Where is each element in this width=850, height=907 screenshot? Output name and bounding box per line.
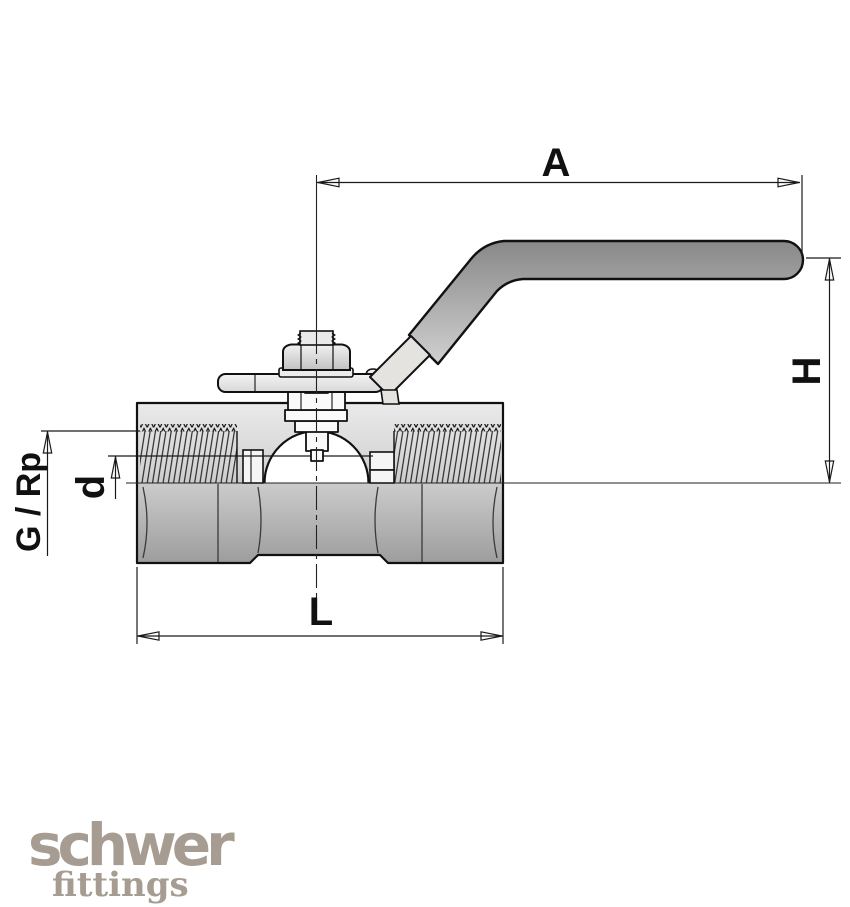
dimension-l: [136, 567, 504, 644]
dimensions: [41, 175, 841, 644]
dimension-g-rp: [41, 430, 140, 556]
handle-bracket-tab: [380, 389, 400, 405]
dimension-a: [317, 175, 803, 257]
handle-lever: [407, 239, 805, 366]
valve-body: [108, 376, 505, 565]
seat-left: [242, 449, 264, 484]
label-l: L: [309, 590, 333, 634]
handle-sleeve: [369, 335, 431, 397]
logo: schwer fittings: [28, 811, 240, 905]
seat-right: [369, 451, 395, 484]
top-works: [217, 330, 384, 393]
thread-right: [393, 424, 501, 483]
thread-left: [140, 424, 238, 483]
centerlines: [126, 175, 841, 608]
handle: [369, 239, 805, 405]
logo-tagline: fittings: [52, 865, 189, 905]
label-a: A: [542, 141, 571, 185]
body-facet-lines: [142, 484, 498, 562]
packing-nut: [282, 343, 351, 371]
label-g-rp: G / Rp: [10, 452, 48, 552]
logo-name: schwer: [28, 811, 235, 879]
dimension-h: [806, 257, 841, 483]
label-h: H: [785, 357, 829, 386]
label-d: d: [69, 475, 113, 499]
dimension-d: [110, 456, 121, 499]
